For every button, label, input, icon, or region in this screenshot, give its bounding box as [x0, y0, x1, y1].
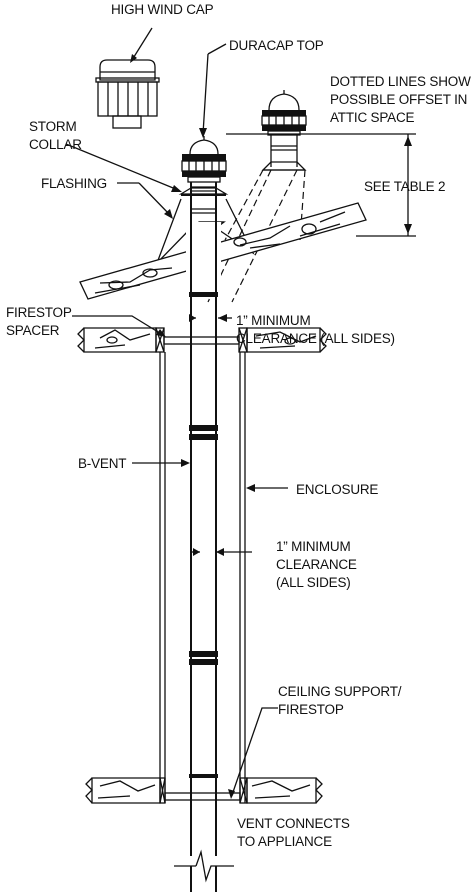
- enclosure-walls: [159, 352, 246, 803]
- storm-collar-label-2: COLLAR: [29, 137, 82, 152]
- see-table-label: SEE TABLE 2: [364, 179, 445, 194]
- see-table-dimension: [226, 133, 416, 237]
- duracap-leader-h: [207, 43, 227, 55]
- vent-connects-label-1: VENT CONNECTS: [237, 816, 350, 831]
- ceiling-support-arrowhead: [228, 789, 235, 799]
- firestop-spacer-leader: [72, 315, 164, 336]
- high-wind-cap-label: HIGH WIND CAP: [111, 2, 214, 17]
- dotted-lines-label-2: POSSIBLE OFFSET IN: [330, 92, 467, 107]
- firestop-spacer-arrowhead: [156, 329, 166, 337]
- roof-rafter: [79, 202, 367, 300]
- high-wind-cap-arrowhead: [130, 54, 137, 63]
- upper-ceiling-joist: [77, 327, 327, 353]
- clearance-top-label-1: 1” MINIMUM: [236, 313, 311, 328]
- duracap-leader: [202, 53, 209, 135]
- storm-collar-label-1: STORM: [29, 119, 77, 134]
- clearance-top-arrow-out: [189, 314, 196, 322]
- ceiling-support-leader: [231, 707, 278, 796]
- enclosure-arrowhead: [246, 484, 255, 492]
- dotted-lines-label-1: DOTTED LINES SHOW: [330, 74, 471, 89]
- storm-collar-drawing: [178, 187, 229, 196]
- storm-collar-arrowhead: [171, 185, 182, 192]
- storm-collar-leader: [65, 143, 179, 191]
- duracap-top-drawing: [181, 136, 227, 183]
- clearance-mid-label-1: 1” MINIMUM: [276, 539, 351, 554]
- duracap-top-label: DURACAP TOP: [229, 38, 324, 53]
- enclosure-label: ENCLOSURE: [296, 482, 378, 497]
- clearance-mid-label-2: CLEARANCE: [276, 557, 357, 572]
- bvent-arrowhead: [181, 459, 190, 467]
- clearance-top-arrow-in: [218, 314, 227, 322]
- clearance-top-label-2: CLEARANCE (ALL SIDES): [236, 331, 395, 346]
- firestop-spacer-label-1: FIRESTOP: [6, 305, 72, 320]
- high-wind-cap-drawing: [95, 59, 160, 129]
- ceiling-support-label-1: CEILING SUPPORT/: [278, 684, 402, 699]
- flashing-label: FLASHING: [41, 176, 107, 191]
- pipe-break-symbol: [174, 849, 234, 894]
- lower-ceiling-joist: [85, 777, 323, 804]
- clearance-mid-label-3: (ALL SIDES): [276, 575, 351, 590]
- ceiling-support-label-2: FIRESTOP: [278, 702, 344, 717]
- dotted-lines-label-3: ATTIC SPACE: [330, 110, 415, 125]
- offset-cap-drawing: [261, 90, 307, 171]
- vent-connects-label-2: TO APPLIANCE: [237, 834, 332, 849]
- clearance-mid-arrow-right: [216, 548, 224, 556]
- firestop-spacer-label-2: SPACER: [6, 323, 60, 338]
- duracap-arrowhead: [199, 128, 207, 138]
- high-wind-cap-leader: [131, 27, 153, 61]
- flashing-leader: [138, 182, 171, 216]
- flashing-arrowhead: [164, 209, 173, 219]
- bvent-label: B-VENT: [78, 456, 126, 471]
- clearance-mid-arrow-left: [193, 548, 200, 556]
